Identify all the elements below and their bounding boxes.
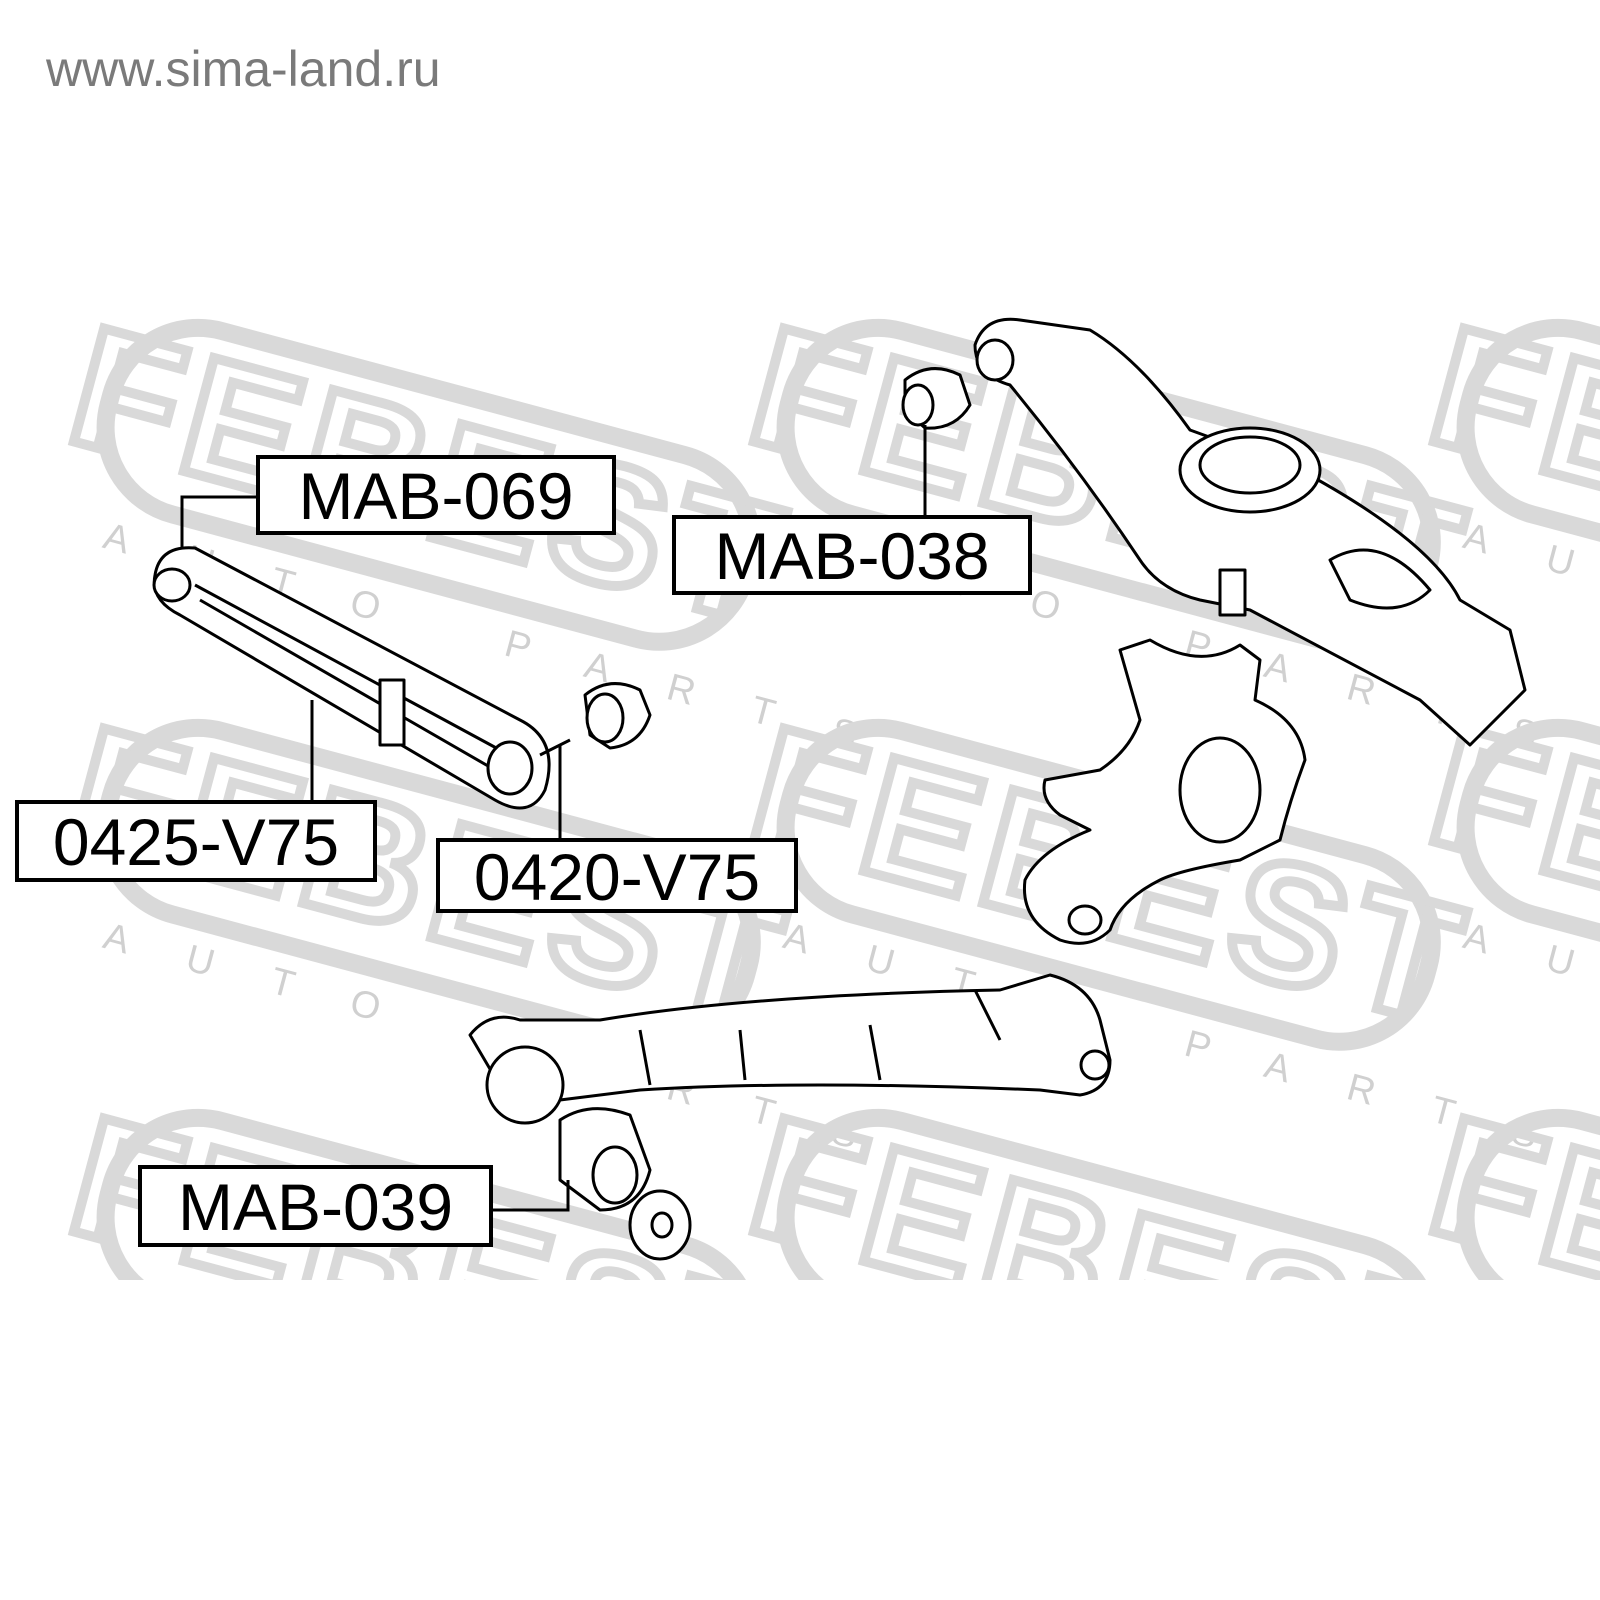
trailing-arm-drawing xyxy=(468,973,1112,1125)
leader-lines xyxy=(180,425,927,1212)
part-label-mab-069: MAB-069 xyxy=(256,455,616,535)
part-label-mab-038: MAB-038 xyxy=(672,515,1032,595)
bushing-038-drawing xyxy=(901,367,972,430)
knuckle-drawing xyxy=(1022,638,1307,945)
source-url-watermark: www.sima-land.ru xyxy=(46,41,441,97)
bushing-039-drawing xyxy=(558,1107,692,1261)
lateral-arm-drawing xyxy=(152,546,551,810)
part-label-mab-039: MAB-039 xyxy=(138,1165,493,1247)
bushing-0420-drawing xyxy=(539,682,652,757)
part-label-0420-v75: 0420-V75 xyxy=(436,838,798,913)
lower-control-arm-drawing xyxy=(973,317,1527,747)
part-label-0425-v75: 0425-V75 xyxy=(15,800,377,882)
